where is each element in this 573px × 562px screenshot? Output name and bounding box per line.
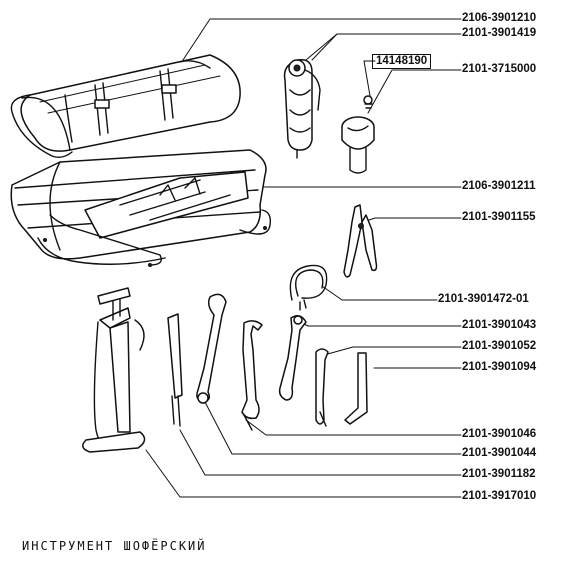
part-number-lamp: 2101-3715000	[462, 63, 537, 75]
part-number-wrench-043: 2101-3901043	[462, 319, 537, 331]
leader-lines	[145, 18, 462, 498]
diagram-caption: ИНСТРУМЕНТ ШОФЁРСКИЙ	[22, 539, 207, 553]
part-number-cable: 2101-3901472-01	[438, 293, 529, 305]
part-number-tool-bag: 2106-3901210	[462, 12, 537, 24]
wrench-set	[196, 293, 368, 431]
tool-bag-open	[10, 149, 272, 267]
cable-coil	[289, 264, 328, 311]
tire-pressure-gauge	[283, 59, 321, 159]
part-number-wrench-044: 2101-3901044	[462, 447, 537, 459]
part-number-wrench-052: 2101-3901052	[462, 340, 537, 352]
part-number-pliers: 2101-3901155	[462, 211, 536, 223]
part-number-tire-gauge: 2101-3901419	[462, 27, 537, 39]
screwdriver	[167, 313, 183, 427]
part-number-screwdriver: 2101-3901182	[462, 468, 536, 480]
tire-pump	[82, 287, 146, 453]
tool-bag-rolled	[10, 54, 241, 159]
inspection-lamp	[341, 95, 375, 174]
part-number-hex-key: 2101-3901094	[462, 361, 537, 373]
part-number-tire-pump: 2101-3917010	[462, 490, 537, 502]
part-number-bulb: 14148190	[372, 54, 432, 69]
part-number-tool-bag-open: 2106-3901211	[462, 180, 536, 192]
part-number-wrench-046: 2101-3901046	[462, 428, 537, 440]
pliers	[343, 204, 378, 278]
